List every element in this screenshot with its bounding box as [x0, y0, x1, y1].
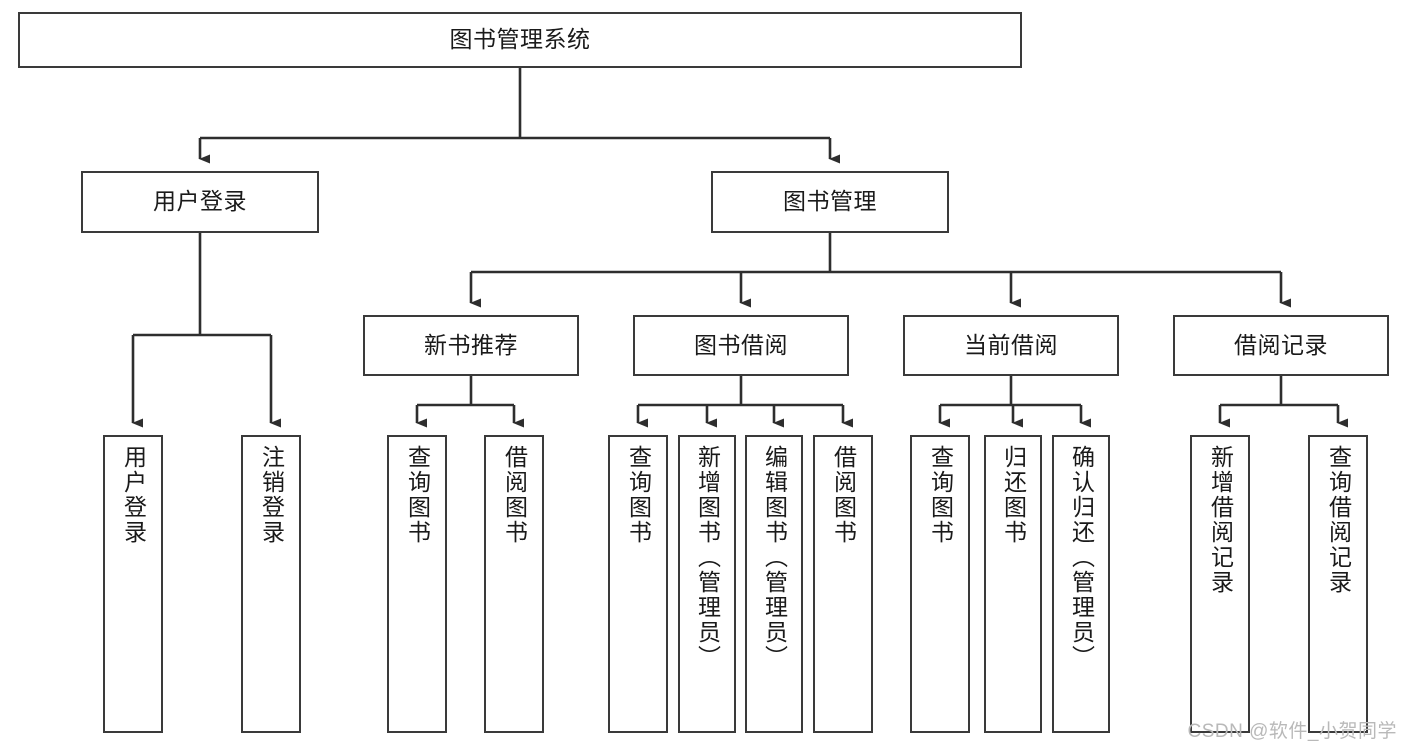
node-label: 查询图书 — [404, 445, 431, 545]
node-leaf-return-book[interactable]: 归还图书 — [984, 435, 1042, 733]
node-leaf-edit-book[interactable]: 编辑图书（管理员） — [745, 435, 803, 733]
node-current-borrow[interactable]: 当前借阅 — [903, 315, 1119, 376]
node-leaf-confirm-return[interactable]: 确认归还（管理员） — [1052, 435, 1110, 733]
node-label: 新书推荐 — [424, 331, 518, 358]
node-label: 当前借阅 — [964, 331, 1058, 358]
node-leaf-add-book[interactable]: 新增图书（管理员） — [678, 435, 736, 733]
node-leaf-add-record[interactable]: 新增借阅记录 — [1190, 435, 1250, 733]
node-label: 用户登录 — [120, 445, 147, 545]
node-label: 借阅记录 — [1234, 331, 1328, 358]
edge-layer — [131, 68, 1348, 428]
node-label: 图书借阅 — [694, 331, 788, 358]
watermark-text: CSDN @软件_小贺同学 — [1187, 721, 1397, 742]
node-label: 借阅图书 — [830, 445, 857, 545]
node-label: 确认归还（管理员） — [1068, 445, 1095, 670]
node-leaf-borrow-book-1[interactable]: 借阅图书 — [484, 435, 544, 733]
node-leaf-user-logout[interactable]: 注销登录 — [241, 435, 301, 733]
node-leaf-query-book-3[interactable]: 查询图书 — [910, 435, 970, 733]
node-leaf-user-login[interactable]: 用户登录 — [103, 435, 163, 733]
node-label: 编辑图书（管理员） — [761, 445, 788, 670]
node-user-login[interactable]: 用户登录 — [81, 171, 319, 233]
node-leaf-query-book-1[interactable]: 查询图书 — [387, 435, 447, 733]
node-label: 新增图书（管理员） — [694, 445, 721, 670]
node-label: 查询图书 — [927, 445, 954, 545]
node-label: 查询图书 — [625, 445, 652, 545]
node-leaf-borrow-book-2[interactable]: 借阅图书 — [813, 435, 873, 733]
node-new-book-rec[interactable]: 新书推荐 — [363, 315, 579, 376]
node-book-manage[interactable]: 图书管理 — [711, 171, 949, 233]
node-label: 图书管理 — [783, 188, 877, 215]
node-label: 查询借阅记录 — [1325, 445, 1352, 595]
node-label: 借阅图书 — [501, 445, 528, 545]
node-root[interactable]: 图书管理系统 — [18, 12, 1022, 68]
node-label: 用户登录 — [153, 188, 247, 215]
node-label: 注销登录 — [258, 445, 285, 545]
node-label: 新增借阅记录 — [1207, 445, 1234, 595]
node-book-borrow[interactable]: 图书借阅 — [633, 315, 849, 376]
node-leaf-query-record[interactable]: 查询借阅记录 — [1308, 435, 1368, 733]
node-label: 归还图书 — [1000, 445, 1027, 545]
node-label: 图书管理系统 — [449, 26, 591, 53]
node-leaf-query-book-2[interactable]: 查询图书 — [608, 435, 668, 733]
node-borrow-record[interactable]: 借阅记录 — [1173, 315, 1389, 376]
